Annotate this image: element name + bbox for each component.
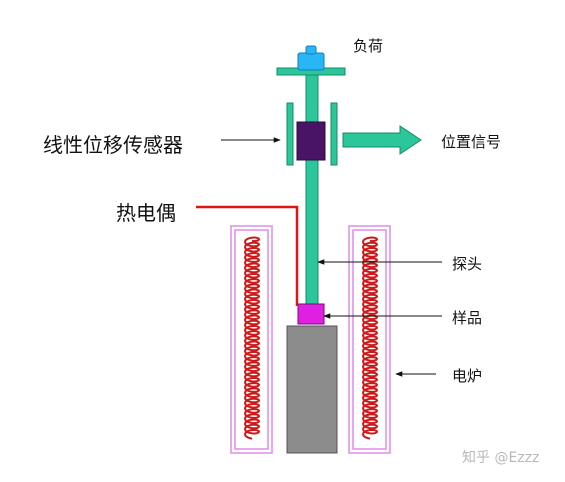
label-sample: 样品: [452, 309, 483, 327]
load-weight: [297, 52, 325, 71]
label-load: 负荷: [353, 37, 384, 55]
coil-icon: [361, 236, 379, 440]
load-weight-knob: [305, 45, 317, 55]
watermark: 知乎 @Ezzz: [462, 450, 540, 466]
sensor-plate-right: [330, 102, 338, 166]
coil-icon: [243, 236, 261, 440]
label-probe: 探头: [452, 255, 483, 273]
sample-holder: [286, 325, 338, 454]
label-furnace: 电炉: [452, 367, 483, 385]
label-position-signal: 位置信号: [441, 133, 502, 151]
arrow-right-icon: [342, 125, 422, 155]
sample: [297, 303, 325, 325]
sensor-core: [296, 121, 326, 161]
thermocouple-wire: [196, 205, 299, 306]
label-sensor: 线性位移传感器: [43, 133, 183, 157]
right-furnace: [348, 225, 391, 454]
probe-rod: [305, 71, 319, 305]
left-furnace: [230, 225, 273, 454]
label-thermocouple: 热电偶: [116, 201, 176, 225]
sensor-plate-left: [286, 102, 294, 166]
